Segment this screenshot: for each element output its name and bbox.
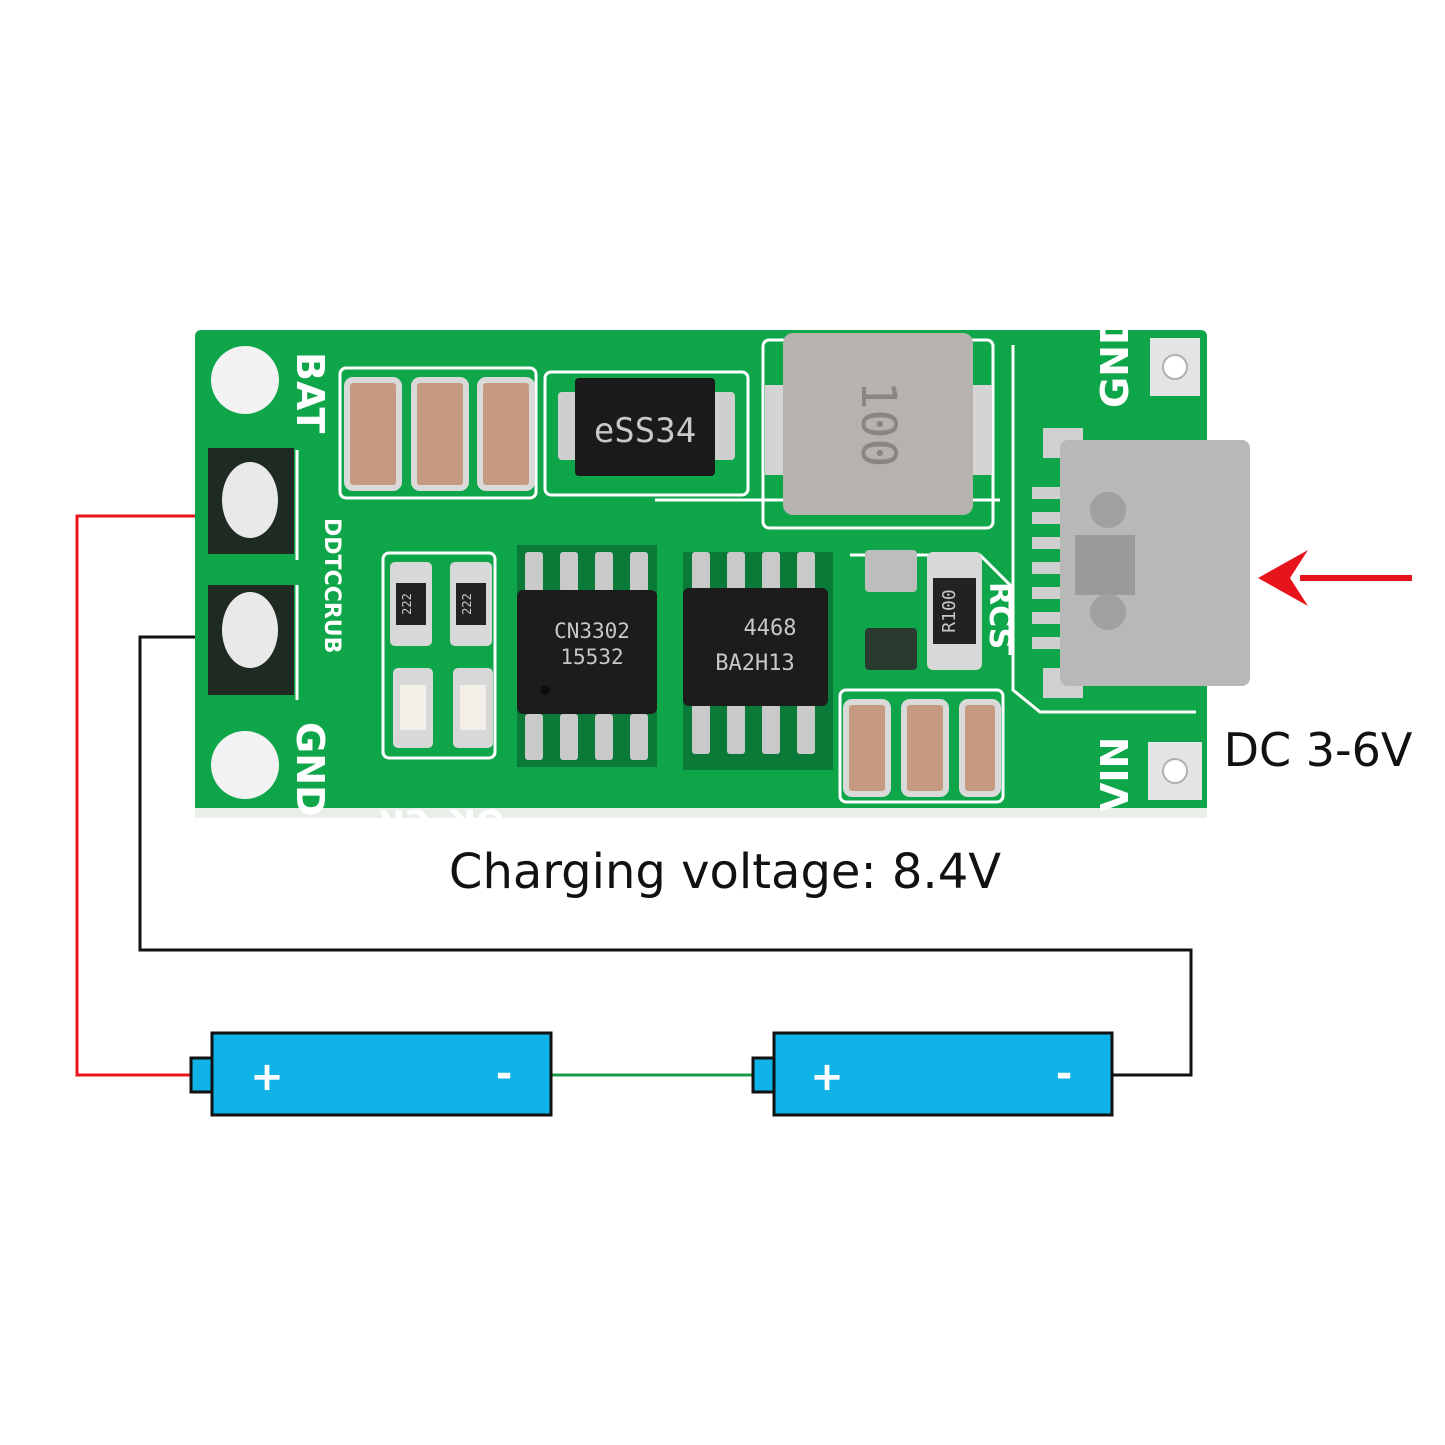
label-gnd-left: GND	[288, 722, 332, 817]
resistor-r1-marking: 222	[400, 593, 414, 615]
battery-1-minus: -	[496, 1051, 513, 1097]
label-cr: CR	[379, 801, 430, 841]
mosfet-line2: BA2H13	[715, 651, 794, 676]
label-ok: OK	[448, 801, 505, 841]
resistor-r1: 222	[390, 562, 432, 646]
input-capacitors	[843, 699, 1001, 797]
schottky-diode: eSS34	[558, 378, 735, 476]
power-inductor: 100	[765, 333, 992, 515]
battery-1: + -	[189, 1031, 553, 1117]
input-voltage-label: DC 3-6V	[1224, 723, 1413, 777]
vin-input-pad	[1148, 742, 1202, 800]
battery-2-plus: +	[810, 1054, 844, 1100]
mosfet-ic: 4468 BA2H13	[683, 552, 833, 770]
mount-hole-bottom-left	[211, 731, 279, 799]
resistor-r2-marking: 222	[460, 593, 474, 615]
led-charging	[393, 668, 433, 748]
charger-ic-line2: 15532	[560, 645, 623, 669]
negative-wire	[138, 635, 1193, 1077]
charger-ic-line1: CN3302	[554, 619, 630, 643]
charger-ic: CN3302 15532	[517, 545, 657, 767]
output-capacitors	[344, 377, 535, 491]
resistor-r2: 222	[450, 562, 492, 646]
mount-hole-top-left	[211, 346, 279, 414]
positive-wire	[75, 514, 250, 1077]
brand-marking: DDTCCRUB	[319, 518, 344, 653]
label-rcs: RCS	[982, 582, 1017, 649]
battery-1-plus: +	[250, 1054, 284, 1100]
label-gnd-right: GND	[1093, 313, 1137, 408]
bat-negative-pad	[208, 585, 294, 695]
inductor-marking: 100	[850, 381, 906, 468]
mosfet-line1: 4468	[744, 616, 797, 641]
sense-resistor-marking: R100	[939, 589, 960, 632]
battery-2-minus: -	[1056, 1051, 1073, 1097]
small-components: R100	[865, 550, 982, 670]
usb-c-connector	[1032, 428, 1250, 698]
label-vin: VIN	[1093, 737, 1137, 812]
input-arrow	[1258, 550, 1412, 606]
gnd-input-pad	[1150, 338, 1200, 396]
led-ok	[453, 668, 493, 748]
wires	[75, 514, 1193, 1077]
charger-board: eSS34 100	[195, 313, 1250, 841]
diode-marking: eSS34	[594, 411, 696, 451]
label-bat: BAT	[288, 352, 332, 433]
battery-2: + -	[751, 1031, 1114, 1117]
bat-positive-pad	[208, 448, 294, 554]
charging-voltage-label: Charging voltage: 8.4V	[449, 844, 1001, 900]
